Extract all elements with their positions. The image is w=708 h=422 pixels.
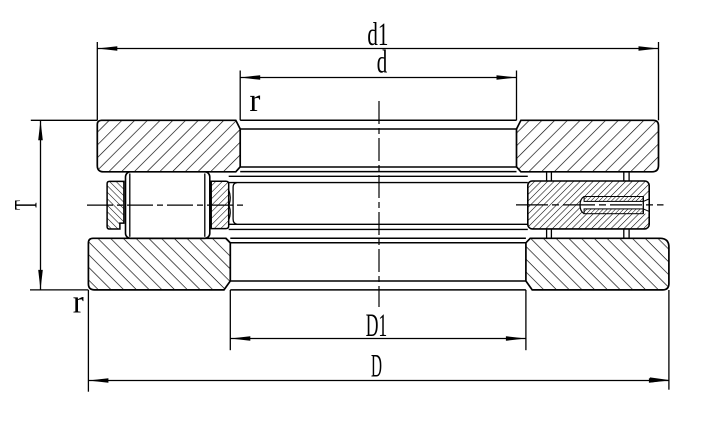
svg-text:r: r: [73, 285, 84, 321]
svg-text:r: r: [249, 83, 260, 119]
svg-text:D1: D1: [366, 308, 388, 344]
svg-text:d1: d1: [367, 17, 388, 53]
svg-text:T: T: [9, 200, 45, 210]
svg-text:D: D: [371, 348, 382, 384]
svg-text:d: d: [377, 45, 388, 81]
